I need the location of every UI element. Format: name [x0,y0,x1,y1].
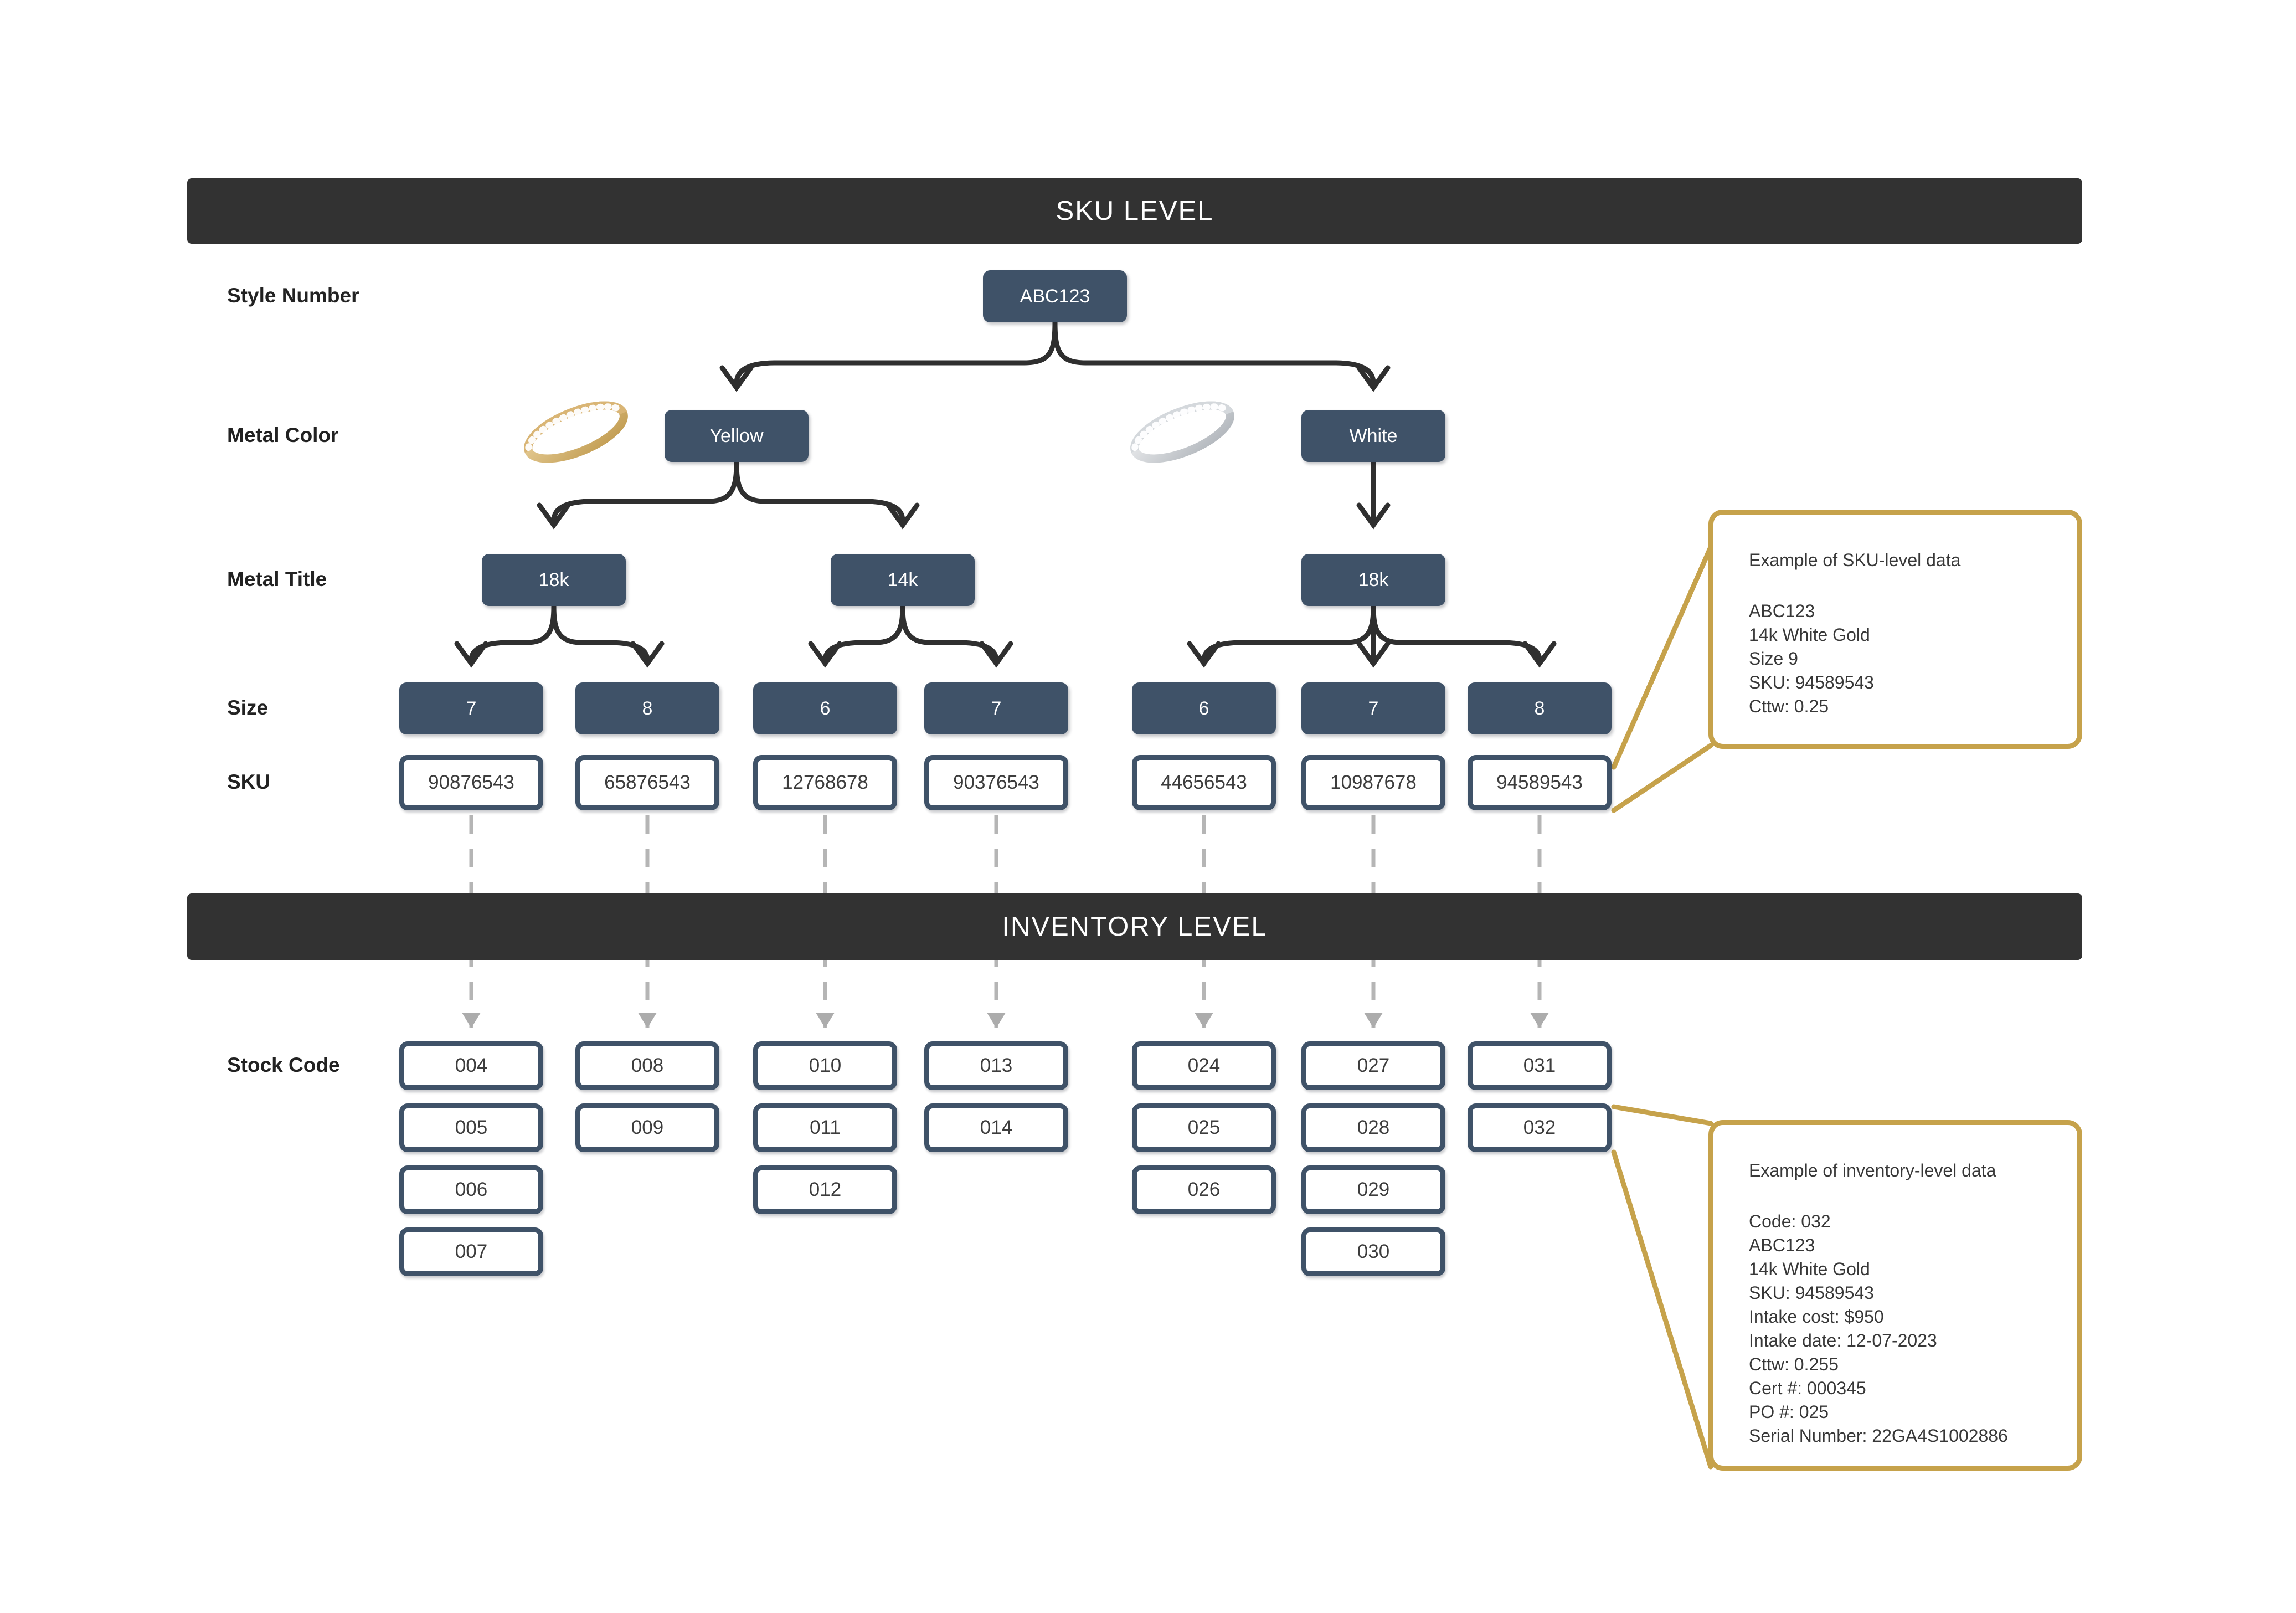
inventory-example-line: PO #: 025 [1749,1402,1829,1422]
row-label-metal-color: Metal Color [227,424,339,446]
stock-code-box-010: 010 [753,1041,897,1090]
stock-code-box-004: 004 [399,1041,543,1090]
stock-code-box-005: 005 [399,1103,543,1152]
stock-code-box-030: 030 [1301,1227,1445,1276]
stock-code-box-028: 028 [1301,1103,1445,1152]
size-box-2: 8 [575,682,719,734]
stock-code-box-011: 011 [753,1103,897,1152]
sku-box-7: 94589543 [1468,755,1612,810]
inventory-example-callout: Example of inventory-level data Code: 03… [1708,1120,2082,1471]
metal-title-box-18k-yellow: 18k [482,554,626,606]
stock-code-box-025: 025 [1132,1103,1276,1152]
sku-example-line: Size 9 [1749,649,1798,669]
row-label-stock-code: Stock Code [227,1054,340,1076]
inventory-example-title: Example of inventory-level data [1749,1160,1996,1180]
sku-example-line: 14k White Gold [1749,625,1870,645]
size-box-7: 8 [1468,682,1612,734]
stock-code-box-014: 014 [924,1103,1068,1152]
sku-example-line: SKU: 94589543 [1749,672,1874,692]
sku-box-4: 90376543 [924,755,1068,810]
style-number-box: ABC123 [983,270,1127,322]
sku-example-line: Cttw: 0.25 [1749,696,1829,716]
stock-code-box-013: 013 [924,1041,1068,1090]
sku-example-callout: Example of SKU-level data ABC123 14k Whi… [1708,510,2082,749]
inventory-example-line: Intake cost: $950 [1749,1307,1884,1327]
stock-code-box-012: 012 [753,1165,897,1214]
gold-ring-icon [518,388,634,479]
stock-code-box-031: 031 [1468,1041,1612,1090]
inventory-level-header-bar: INVENTORY LEVEL [187,893,2082,960]
sku-level-header-title: SKU LEVEL [1056,196,1214,226]
size-box-4: 7 [924,682,1068,734]
stock-code-box-007: 007 [399,1227,543,1276]
sku-example-line: ABC123 [1749,601,1815,621]
stock-code-box-008: 008 [575,1041,719,1090]
white-ring-icon [1124,388,1240,479]
inventory-example-line: 14k White Gold [1749,1259,1870,1279]
inventory-example-line: Cert #: 000345 [1749,1378,1866,1398]
inventory-example-line: Cttw: 0.255 [1749,1354,1839,1374]
size-box-6: 7 [1301,682,1445,734]
row-label-size: Size [227,696,269,719]
stock-code-box-029: 029 [1301,1165,1445,1214]
inventory-example-line: SKU: 94589543 [1749,1283,1874,1303]
sku-box-2: 65876543 [575,755,719,810]
inventory-example-line: Code: 032 [1749,1211,1831,1231]
stock-code-box-026: 026 [1132,1165,1276,1214]
stock-code-box-032: 032 [1468,1103,1612,1152]
metal-color-box-white: White [1301,410,1445,462]
sku-box-1: 90876543 [399,755,543,810]
row-label-style-number: Style Number [227,284,359,307]
sku-example-title: Example of SKU-level data [1749,550,1961,570]
sku-box-5: 44656543 [1132,755,1276,810]
size-box-3: 6 [753,682,897,734]
stock-code-box-006: 006 [399,1165,543,1214]
inventory-example-line: Intake date: 12-07-2023 [1749,1331,1937,1350]
stock-code-box-024: 024 [1132,1041,1276,1090]
sku-level-header-bar: SKU LEVEL [187,178,2082,244]
metal-title-box-14k-yellow: 14k [831,554,975,606]
metal-title-box-18k-white: 18k [1301,554,1445,606]
stock-code-box-027: 027 [1301,1041,1445,1090]
sku-box-3: 12768678 [753,755,897,810]
row-label-sku: SKU [227,770,271,793]
stock-code-box-009: 009 [575,1103,719,1152]
size-box-5: 6 [1132,682,1276,734]
inventory-example-line: Serial Number: 22GA4S1002886 [1749,1426,2008,1446]
metal-color-box-yellow: Yellow [665,410,809,462]
inventory-example-line: ABC123 [1749,1235,1815,1255]
inventory-level-header-title: INVENTORY LEVEL [1002,912,1268,942]
row-label-metal-title: Metal Title [227,568,327,590]
size-box-1: 7 [399,682,543,734]
sku-box-6: 10987678 [1301,755,1445,810]
